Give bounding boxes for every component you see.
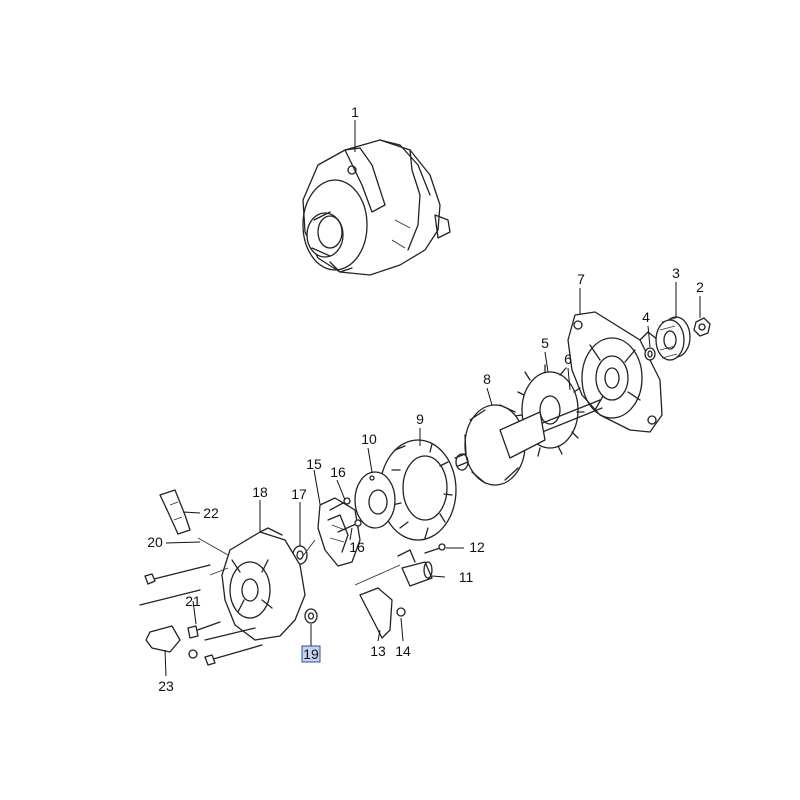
part-11-brush-holder [397,549,433,587]
part-18-rear-housing [221,527,306,641]
part-16-screws [329,497,362,533]
part-12-screw [424,543,446,554]
part-20-bolts [139,564,263,666]
part-4-washer [644,347,656,361]
callout-15: 15 [306,456,322,472]
part-22-bracket [159,489,191,535]
callout-20: 20 [147,534,163,550]
callout-11: 11 [459,569,474,585]
part-23-cover [145,625,181,653]
part-3-pulley [655,316,691,361]
callout-1: 1 [351,104,359,120]
callout-2: 2 [696,279,704,295]
callout-9: 9 [416,411,424,427]
callout-13: 13 [370,643,386,659]
callout-23: 23 [158,678,174,694]
callout-14: 14 [395,643,411,659]
callout-3: 3 [672,265,680,281]
callout-19: 19 [303,646,319,662]
callout-18: 18 [252,484,268,500]
callout-4: 4 [642,309,650,325]
callout-16-upper: 16 [330,464,346,480]
part-1-alternator-assembly [302,139,451,276]
callout-8: 8 [483,371,491,387]
part-7-front-housing [567,311,663,433]
part-19-terminal-cap [304,608,318,624]
callout-16-lower: 16 [349,539,365,555]
part-2-nut [693,317,711,337]
callout-12: 12 [469,539,485,555]
callout-6: 6 [564,351,572,367]
callout-22: 22 [203,505,219,521]
callout-7: 7 [577,271,585,287]
part-8-rotor [454,399,603,486]
callout-21: 21 [185,593,201,609]
part-21-stud [187,621,221,659]
part-10-insulator [354,471,396,529]
callout-5: 5 [541,335,549,351]
callout-19-highlight [301,645,321,663]
assembly-guide-lines [197,537,401,586]
callout-labels: 1 2 3 4 5 6 7 8 9 10 11 12 13 14 15 16 1… [147,104,704,694]
leader-lines [164,120,701,677]
part-14-nut [396,607,406,617]
callout-10: 10 [361,431,377,447]
part-13-regulator-bracket [359,587,393,639]
callout-17: 17 [291,486,307,502]
